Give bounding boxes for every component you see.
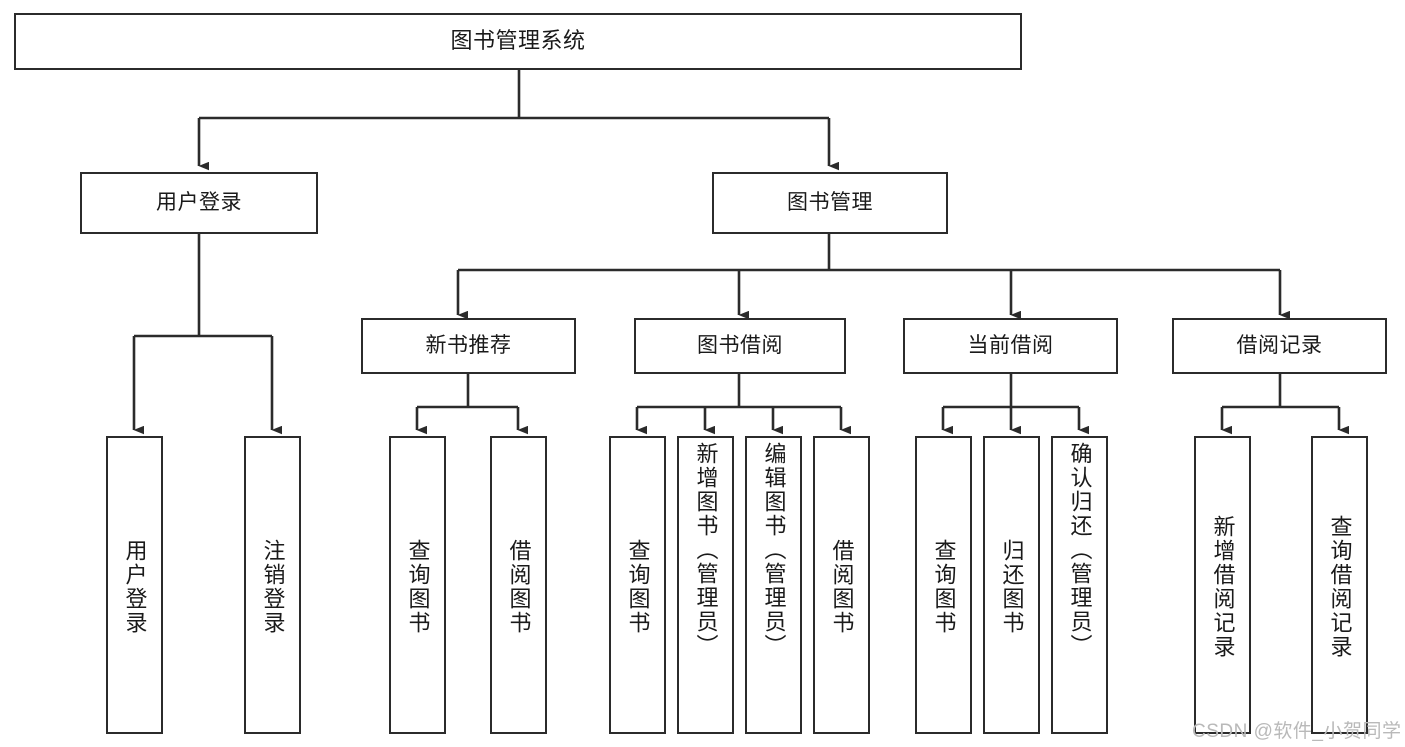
node-label: 查询图书 <box>931 539 957 635</box>
leaf-book-borrow-query-book[interactable]: 查询图书 <box>609 436 666 734</box>
leaf-user-login-login[interactable]: 用户登录 <box>106 436 163 734</box>
node-label: 查询图书 <box>625 539 651 635</box>
node-label: 编辑图书（管理员） <box>761 442 787 658</box>
node-label: 图书管理 <box>787 191 873 215</box>
node-label: 用户登录 <box>156 191 242 215</box>
node-label: 当前借阅 <box>967 334 1054 358</box>
node-label: 归还图书 <box>999 539 1025 635</box>
node-label: 借阅记录 <box>1236 334 1323 358</box>
node-label: 图书借阅 <box>697 334 783 358</box>
node-label: 查询借阅记录 <box>1327 515 1353 659</box>
node-label: 图书管理系统 <box>450 28 586 54</box>
leaf-user-login-logout[interactable]: 注销登录 <box>244 436 301 734</box>
node-label: 新增图书（管理员） <box>693 442 719 658</box>
node-new-book-recommend[interactable]: 新书推荐 <box>361 318 576 374</box>
leaf-new-book-borrow-book[interactable]: 借阅图书 <box>490 436 547 734</box>
node-label: 新书推荐 <box>425 334 512 358</box>
node-label: 借阅图书 <box>506 539 532 635</box>
node-label: 注销登录 <box>260 539 286 635</box>
leaf-book-borrow-borrow-book[interactable]: 借阅图书 <box>813 436 870 734</box>
node-root-book-management-system[interactable]: 图书管理系统 <box>14 13 1022 70</box>
leaf-current-borrow-return-book[interactable]: 归还图书 <box>983 436 1040 734</box>
leaf-current-borrow-confirm-return-admin[interactable]: 确认归还（管理员） <box>1051 436 1108 734</box>
node-label: 新增借阅记录 <box>1210 515 1236 659</box>
node-label: 用户登录 <box>122 539 148 635</box>
leaf-current-borrow-query-book[interactable]: 查询图书 <box>915 436 972 734</box>
node-label: 借阅图书 <box>829 539 855 635</box>
node-current-borrow[interactable]: 当前借阅 <box>903 318 1118 374</box>
node-book-management[interactable]: 图书管理 <box>712 172 948 234</box>
leaf-new-book-query-book[interactable]: 查询图书 <box>389 436 446 734</box>
node-label: 确认归还（管理员） <box>1067 442 1093 658</box>
leaf-borrow-record-add-record[interactable]: 新增借阅记录 <box>1194 436 1251 734</box>
node-book-borrow[interactable]: 图书借阅 <box>634 318 846 374</box>
leaf-book-borrow-edit-book-admin[interactable]: 编辑图书（管理员） <box>745 436 802 734</box>
leaf-book-borrow-add-book-admin[interactable]: 新增图书（管理员） <box>677 436 734 734</box>
leaf-borrow-record-query-record[interactable]: 查询借阅记录 <box>1311 436 1368 734</box>
node-user-login[interactable]: 用户登录 <box>80 172 318 234</box>
node-borrow-record[interactable]: 借阅记录 <box>1172 318 1387 374</box>
node-label: 查询图书 <box>405 539 431 635</box>
